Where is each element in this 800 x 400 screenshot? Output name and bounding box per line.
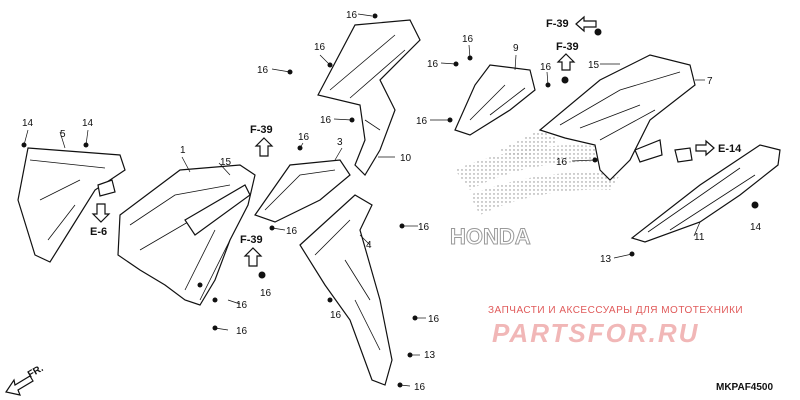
watermark-caption: ЗАПЧАСТИ И АКСЕССУАРЫ ДЛЯ МОТОТЕХНИКИ <box>488 305 744 316</box>
part-11-under-cowl <box>630 144 781 243</box>
callout-10: 10 <box>400 153 412 164</box>
ref-f39: F-39 <box>240 234 263 246</box>
callout-14: 14 <box>750 222 762 233</box>
ref-arrow-icon <box>556 53 576 71</box>
callout-16: 16 <box>236 300 248 311</box>
callout-5: 5 <box>60 129 66 140</box>
ref-f39: F-39 <box>250 124 273 136</box>
callout-16: 16 <box>320 115 332 126</box>
callout-16: 16 <box>418 222 430 233</box>
front-direction-indicator: FR. <box>5 363 46 396</box>
callout-16: 16 <box>540 62 552 73</box>
callout-11: 11 <box>694 232 705 243</box>
callout-14: 14 <box>22 118 34 129</box>
leader-lines <box>23 13 705 387</box>
bolt-markers <box>21 13 759 388</box>
ref-arrow-icon <box>254 137 274 157</box>
callout-9: 9 <box>513 43 519 54</box>
callout-16: 16 <box>427 59 439 70</box>
callout-13: 13 <box>424 350 436 361</box>
callout-16: 16 <box>346 10 358 21</box>
watermark-brand: PARTSFOR.RU <box>492 318 700 348</box>
callout-15: 15 <box>588 60 600 71</box>
part-10-upper-panel <box>317 19 421 176</box>
callout-3: 3 <box>337 137 343 148</box>
callout-16: 16 <box>416 116 428 127</box>
part-callouts: 16 16 16 16 16 16 16 16 16 16 16 16 16 1… <box>22 10 762 393</box>
callout-16: 16 <box>286 226 298 237</box>
ref-arrow-icon <box>243 247 263 267</box>
honda-wing-logo: HONDA <box>450 130 620 250</box>
front-arrow-icon <box>5 375 34 396</box>
ref-e6: E-6 <box>90 226 107 238</box>
section-references: F-39 F-39 F-39 F-39 E-6 E-14 <box>90 15 742 267</box>
diagram-code: MKPAF4500 <box>716 382 774 393</box>
callout-4: 4 <box>366 240 372 251</box>
ref-arrow-icon <box>695 139 715 157</box>
callout-16: 16 <box>260 288 272 299</box>
part-7-upper-cowl <box>538 54 696 181</box>
callout-14: 14 <box>82 118 94 129</box>
callout-16: 16 <box>414 382 426 393</box>
ref-f39: F-39 <box>546 18 569 30</box>
callout-16: 16 <box>428 314 440 325</box>
callout-16: 16 <box>556 157 568 168</box>
ref-f39: F-39 <box>556 41 579 53</box>
front-label: FR. <box>26 363 46 381</box>
callout-16: 16 <box>257 65 269 76</box>
callout-16: 16 <box>236 326 248 337</box>
ref-e14: E-14 <box>718 143 742 155</box>
part-9-bracket <box>454 64 536 136</box>
ref-arrow-icon <box>91 203 111 223</box>
ref-arrow-icon <box>575 15 597 33</box>
part-4-inner-panel <box>299 194 393 386</box>
part-3-middle-cowl <box>254 159 351 223</box>
callout-13: 13 <box>600 254 612 265</box>
callout-16: 16 <box>330 310 342 321</box>
callout-7: 7 <box>707 76 713 87</box>
callout-16: 16 <box>298 132 310 143</box>
part-5-side-cover <box>17 147 126 263</box>
callout-16: 16 <box>462 34 474 45</box>
callout-16: 16 <box>314 42 326 53</box>
honda-logo-text: HONDA <box>450 224 531 249</box>
part-1-lower-cowl <box>117 164 256 306</box>
callout-1: 1 <box>180 145 186 156</box>
callout-15: 15 <box>220 157 232 168</box>
